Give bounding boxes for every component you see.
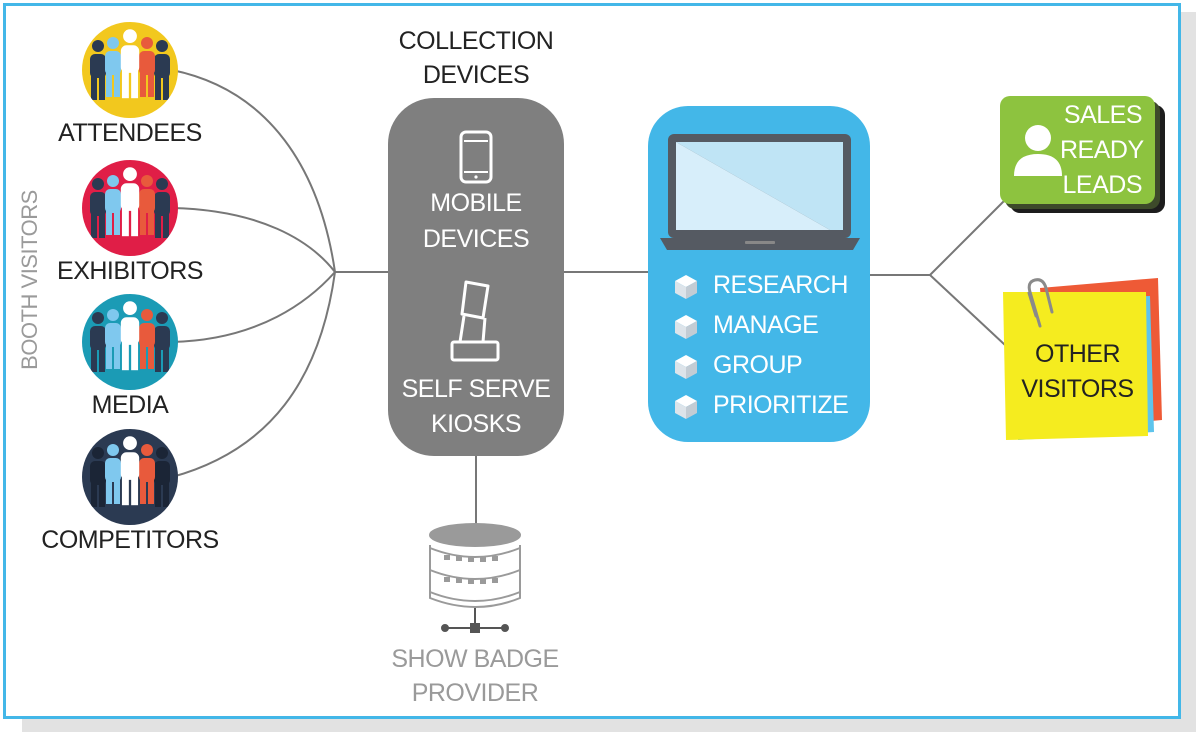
group-circle-attendees — [82, 22, 178, 118]
server-database-icon — [429, 523, 521, 633]
connector-competitors — [171, 271, 336, 478]
sales-leads-card — [1000, 96, 1165, 213]
connector-to-others — [929, 274, 1006, 346]
other-visitors-line2: VISITORS — [1021, 375, 1134, 403]
badge-provider-line2: PROVIDER — [411, 679, 539, 707]
mobile-devices-line2: DEVICES — [422, 225, 530, 253]
paperclip-icon — [1027, 278, 1054, 328]
kiosks-line2: KIOSKS — [430, 410, 522, 438]
manage-item: MANAGE — [713, 311, 819, 339]
exhibitors-label: EXHIBITORS — [57, 257, 203, 285]
leads-line3: LEADS — [1062, 171, 1143, 199]
badge-provider-line1: SHOW BADGE — [391, 645, 559, 673]
cube-icon — [675, 355, 697, 379]
competitors-label: COMPETITORS — [41, 526, 219, 554]
collection-title-line1: COLLECTION — [398, 27, 554, 55]
connector-exhibitors — [171, 207, 336, 273]
cube-icon — [675, 275, 697, 299]
attendees-label: ATTENDEES — [58, 119, 202, 147]
connector-media — [171, 271, 336, 343]
leads-line1: SALES — [1063, 101, 1143, 129]
kiosks-line1: SELF SERVE — [401, 375, 551, 403]
connector-to-leads — [929, 194, 1011, 276]
cube-icon — [675, 395, 697, 419]
group-circle-exhibitors — [82, 160, 178, 256]
group-item: GROUP — [713, 351, 803, 379]
other-visitors-line1: OTHER — [1035, 340, 1121, 368]
cube-bullet-icons — [675, 275, 697, 419]
collection-title-line2: DEVICES — [422, 61, 530, 89]
kiosk-icon — [450, 280, 500, 362]
sticky-notes-stack — [1003, 278, 1162, 440]
connector-lines — [171, 69, 1011, 530]
diagram-frame — [3, 3, 1181, 719]
leads-line2: READY — [1060, 136, 1144, 164]
prioritize-item: PRIORITIZE — [713, 391, 849, 419]
group-circle-media — [82, 294, 178, 390]
connector-attendees — [171, 69, 336, 273]
mobile-devices-line1: MOBILE — [430, 189, 522, 217]
research-item: RESEARCH — [713, 271, 848, 299]
user-icon — [1014, 125, 1062, 176]
collection-devices-box — [388, 98, 564, 456]
laptop-icon — [660, 134, 860, 250]
booth-visitors-label: BOOTH VISITORS — [17, 190, 42, 370]
mobile-phone-icon — [459, 130, 493, 184]
group-circle-competitors — [82, 429, 178, 525]
cube-icon — [675, 315, 697, 339]
media-label: MEDIA — [91, 391, 169, 419]
